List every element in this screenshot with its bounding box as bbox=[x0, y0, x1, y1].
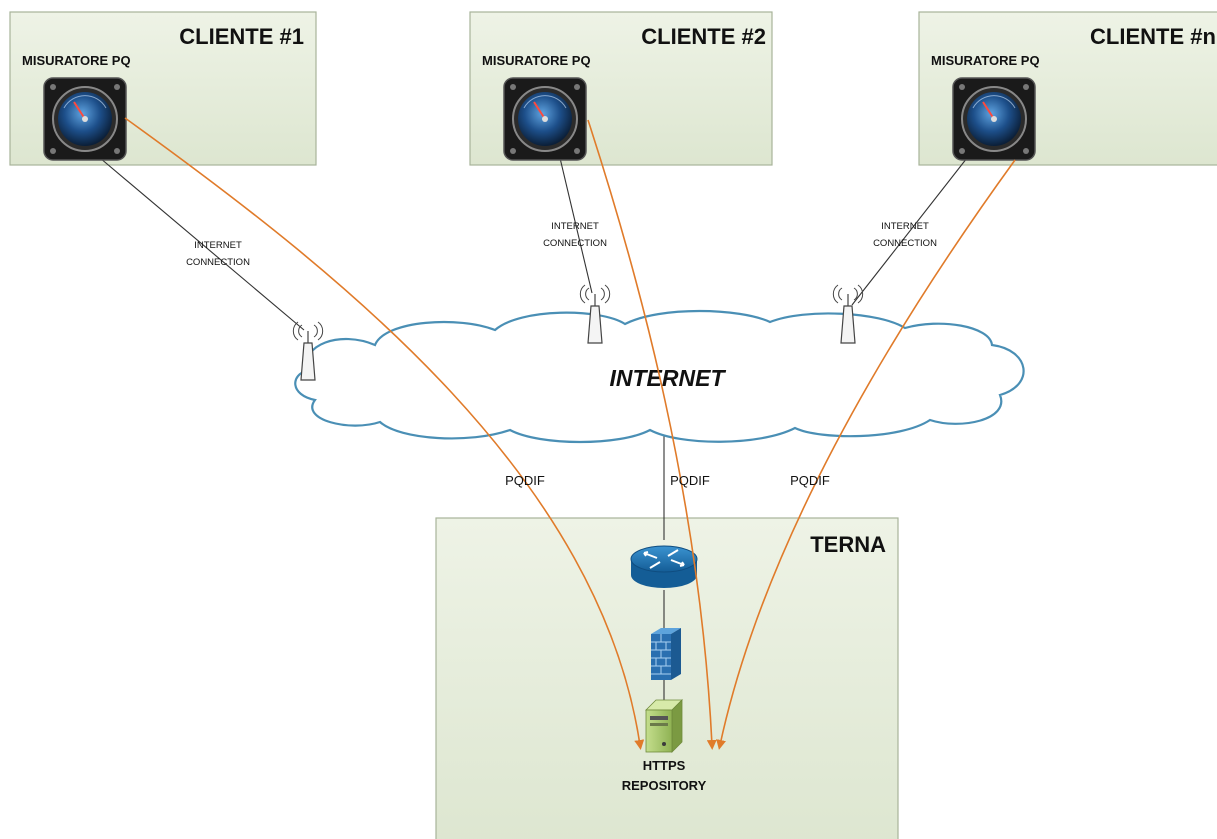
pqdif-label-n: PQDIF bbox=[790, 473, 830, 488]
client-title: CLIENTE #2 bbox=[641, 24, 766, 49]
router-icon bbox=[630, 545, 698, 588]
svg-text:CONNECTION: CONNECTION bbox=[186, 257, 250, 268]
svg-text:INTERNET: INTERNET bbox=[881, 221, 929, 232]
svg-text:INTERNET: INTERNET bbox=[551, 221, 599, 232]
gauge-icon bbox=[952, 77, 1036, 161]
client-title: CLIENTE #1 bbox=[179, 24, 304, 49]
pqdif-label-1: PQDIF bbox=[505, 473, 545, 488]
gauge-icon bbox=[503, 77, 587, 161]
connection-label-2: INTERNET CONNECTION bbox=[543, 221, 607, 249]
client-title: CLIENTE #n bbox=[1090, 24, 1216, 49]
cloud-label: INTERNET bbox=[610, 365, 727, 391]
repository-label: HTTPS REPOSITORY bbox=[622, 758, 707, 793]
pqdif-arrow-1 bbox=[124, 117, 645, 750]
svg-text:HTTPS: HTTPS bbox=[643, 758, 686, 773]
firewall-icon bbox=[651, 628, 681, 680]
svg-text:CONNECTION: CONNECTION bbox=[543, 238, 607, 249]
meter-label: MISURATORE PQ bbox=[22, 53, 131, 68]
pqdif-arrow-2 bbox=[587, 119, 717, 750]
server-icon bbox=[645, 699, 683, 753]
svg-text:INTERNET: INTERNET bbox=[194, 240, 242, 251]
wireless-antenna-icon bbox=[832, 284, 864, 344]
connection-label-1: INTERNET CONNECTION bbox=[186, 240, 250, 268]
connection-line-2 bbox=[559, 157, 593, 294]
meter-label: MISURATORE PQ bbox=[482, 53, 591, 68]
pqdif-arrow-n bbox=[716, 159, 1016, 750]
wireless-antenna-icon bbox=[292, 321, 324, 381]
meter-label: MISURATORE PQ bbox=[931, 53, 1040, 68]
connection-lines bbox=[99, 157, 968, 700]
wireless-antenna-icon bbox=[579, 284, 611, 344]
connection-label-n: INTERNET CONNECTION bbox=[873, 221, 937, 249]
pqdif-flows bbox=[124, 117, 1016, 750]
connection-line-1 bbox=[99, 157, 305, 331]
gauge-icon bbox=[43, 77, 127, 161]
pqdif-label-2: PQDIF bbox=[670, 473, 710, 488]
svg-text:CONNECTION: CONNECTION bbox=[873, 238, 937, 249]
terna-title: TERNA bbox=[810, 532, 886, 557]
pqdif-labels: PQDIF PQDIF PQDIF bbox=[505, 473, 830, 488]
connection-line-n bbox=[851, 157, 968, 306]
svg-text:REPOSITORY: REPOSITORY bbox=[622, 778, 707, 793]
